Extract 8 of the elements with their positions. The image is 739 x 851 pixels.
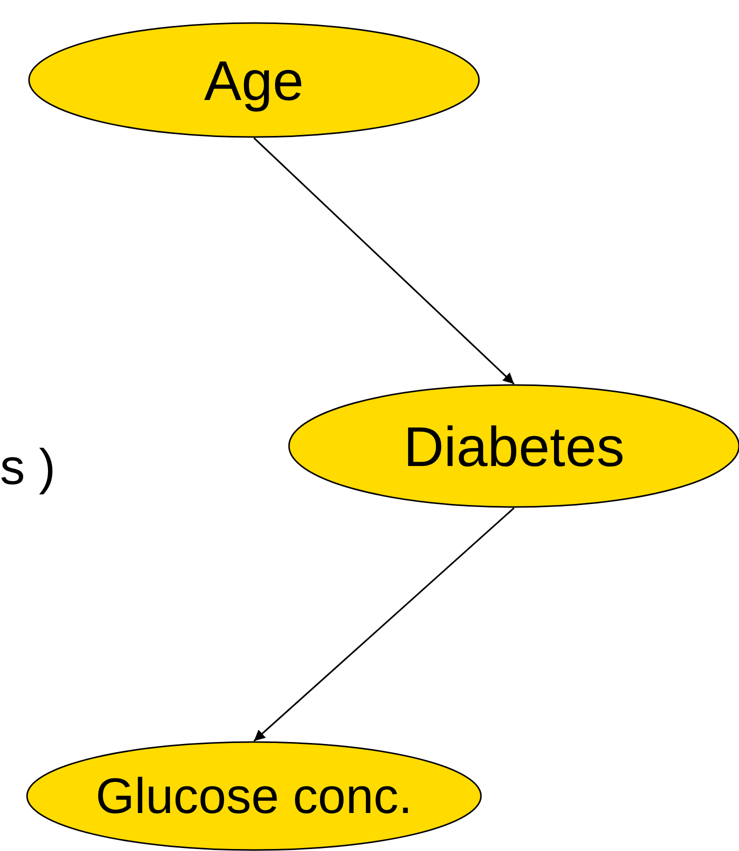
arrow	[253, 507, 515, 742]
node-label: Age	[204, 48, 304, 112]
node-label: Glucose conc.	[96, 767, 412, 825]
text-label: s )	[0, 438, 56, 496]
node-ellipse	[26, 741, 482, 851]
arrow	[253, 137, 515, 385]
node-ellipse	[28, 22, 480, 138]
node-label: Diabetes	[403, 414, 625, 478]
